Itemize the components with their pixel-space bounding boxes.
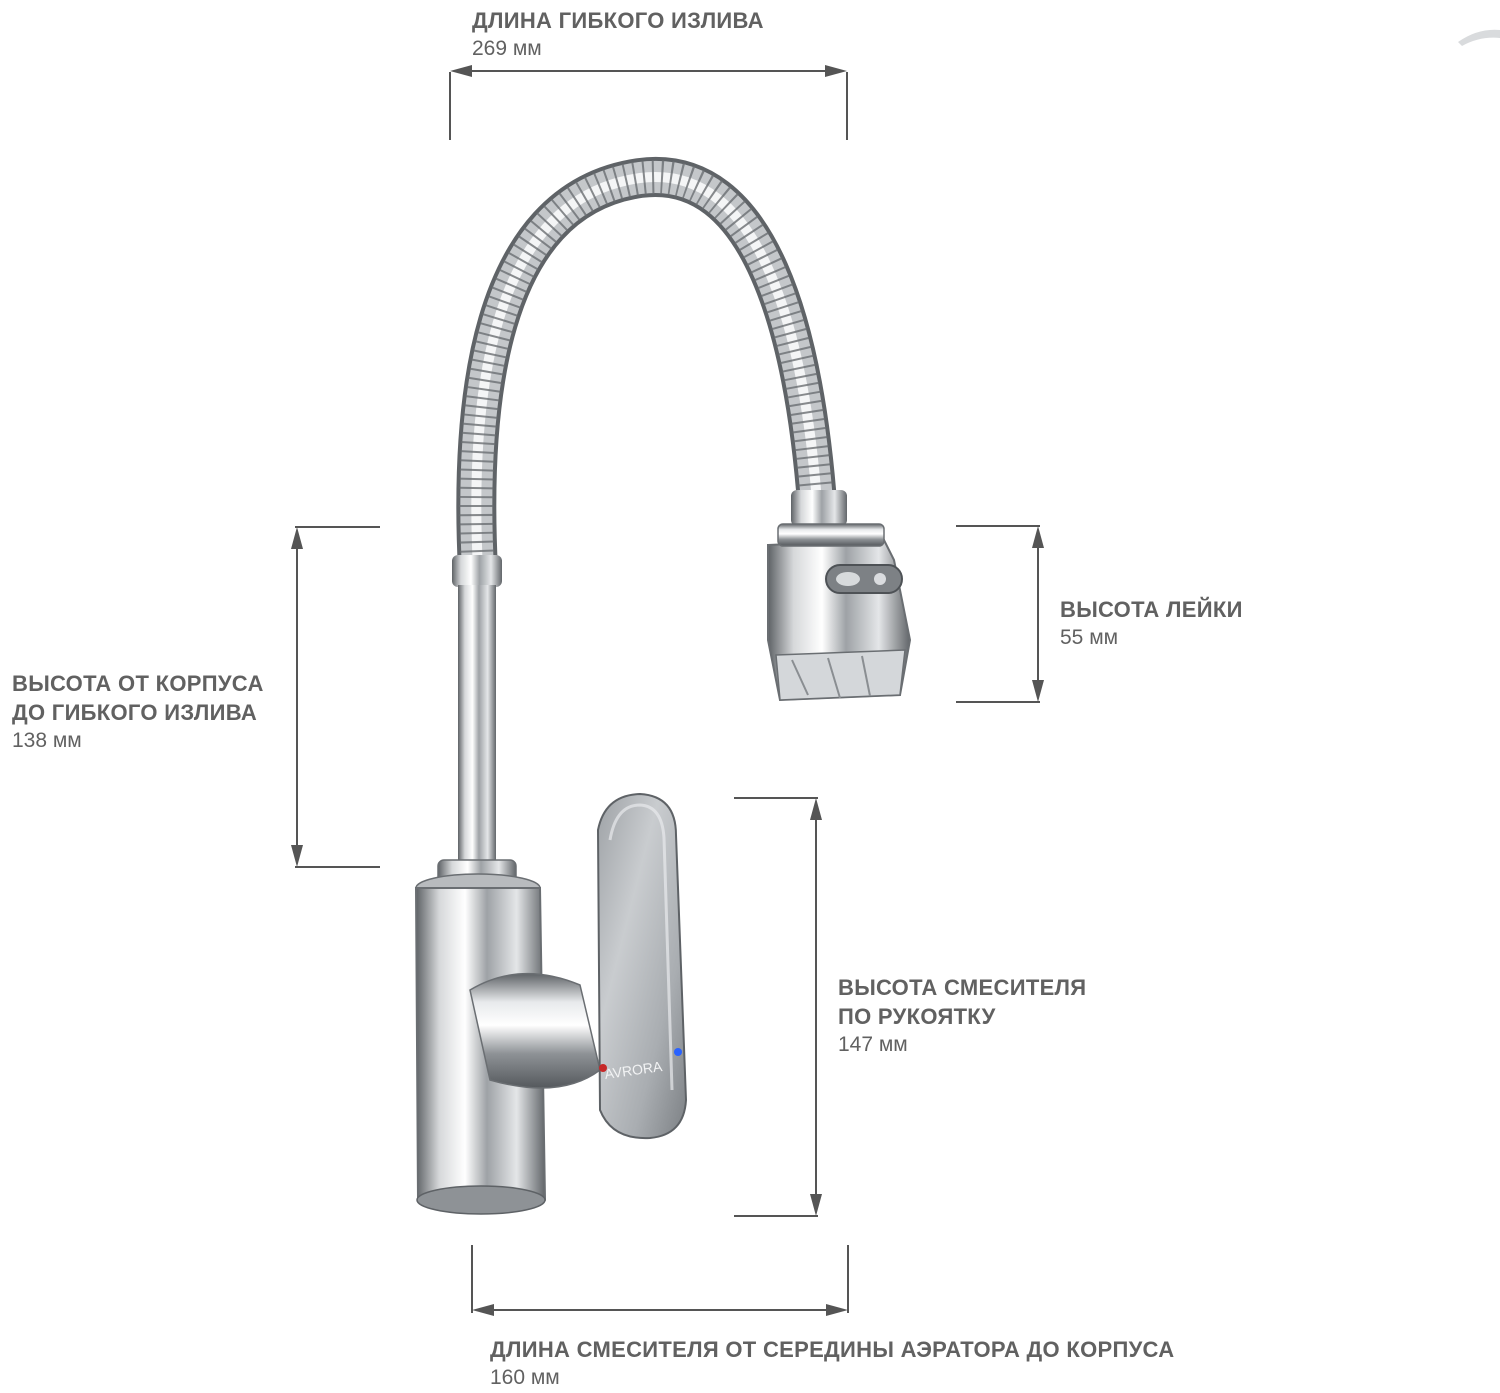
mixer-body (414, 859, 601, 1215)
dimension-lines (291, 65, 1044, 1316)
handle-height-title-line-1: ВЫСОТА СМЕСИТЕЛЯ (838, 975, 1087, 1000)
spray-toggle-button (825, 564, 903, 594)
lever-handle: AVRORA (596, 792, 688, 1140)
handle-height-title-line-2: ПО РУКОЯТКУ (838, 1004, 996, 1029)
spray-head (767, 523, 912, 702)
hot-indicator-dot (599, 1064, 607, 1072)
spout-length-label: ДЛИНА ГИБКОГО ИЗЛИВА 269 мм (472, 6, 764, 63)
head-height-value: 55 мм (1060, 626, 1119, 649)
corner-swoosh (1458, 29, 1500, 46)
handle-height-value: 147 мм (838, 1033, 908, 1056)
body-to-spout-height-label: ВЫСОТА ОТ КОРПУСА ДО ГИБКОГО ИЗЛИВА 138 … (12, 669, 264, 755)
spout-length-title: ДЛИНА ГИБКОГО ИЗЛИВА (472, 8, 764, 33)
spout-length-value: 269 мм (472, 37, 542, 60)
riser-pipe (452, 555, 502, 865)
head-height-title: ВЫСОТА ЛЕЙКИ (1060, 597, 1243, 622)
flexible-spout (456, 156, 847, 590)
head-height-label: ВЫСОТА ЛЕЙКИ 55 мм (1060, 595, 1243, 652)
mixer-length-title: ДЛИНА СМЕСИТЕЛЯ ОТ СЕРЕДИНЫ АЭРАТОРА ДО … (490, 1337, 1175, 1362)
mixer-length-label: ДЛИНА СМЕСИТЕЛЯ ОТ СЕРЕДИНЫ АЭРАТОРА ДО … (490, 1335, 1174, 1392)
body-to-spout-height-title-line-2: ДО ГИБКОГО ИЗЛИВА (12, 700, 258, 725)
handle-height-label: ВЫСОТА СМЕСИТЕЛЯ ПО РУКОЯТКУ 147 мм (838, 973, 1086, 1059)
cold-indicator-dot (674, 1048, 682, 1056)
body-to-spout-height-value: 138 мм (12, 729, 82, 752)
mixer-length-value: 160 мм (490, 1366, 560, 1389)
body-to-spout-height-title-line-1: ВЫСОТА ОТ КОРПУСА (12, 671, 264, 696)
